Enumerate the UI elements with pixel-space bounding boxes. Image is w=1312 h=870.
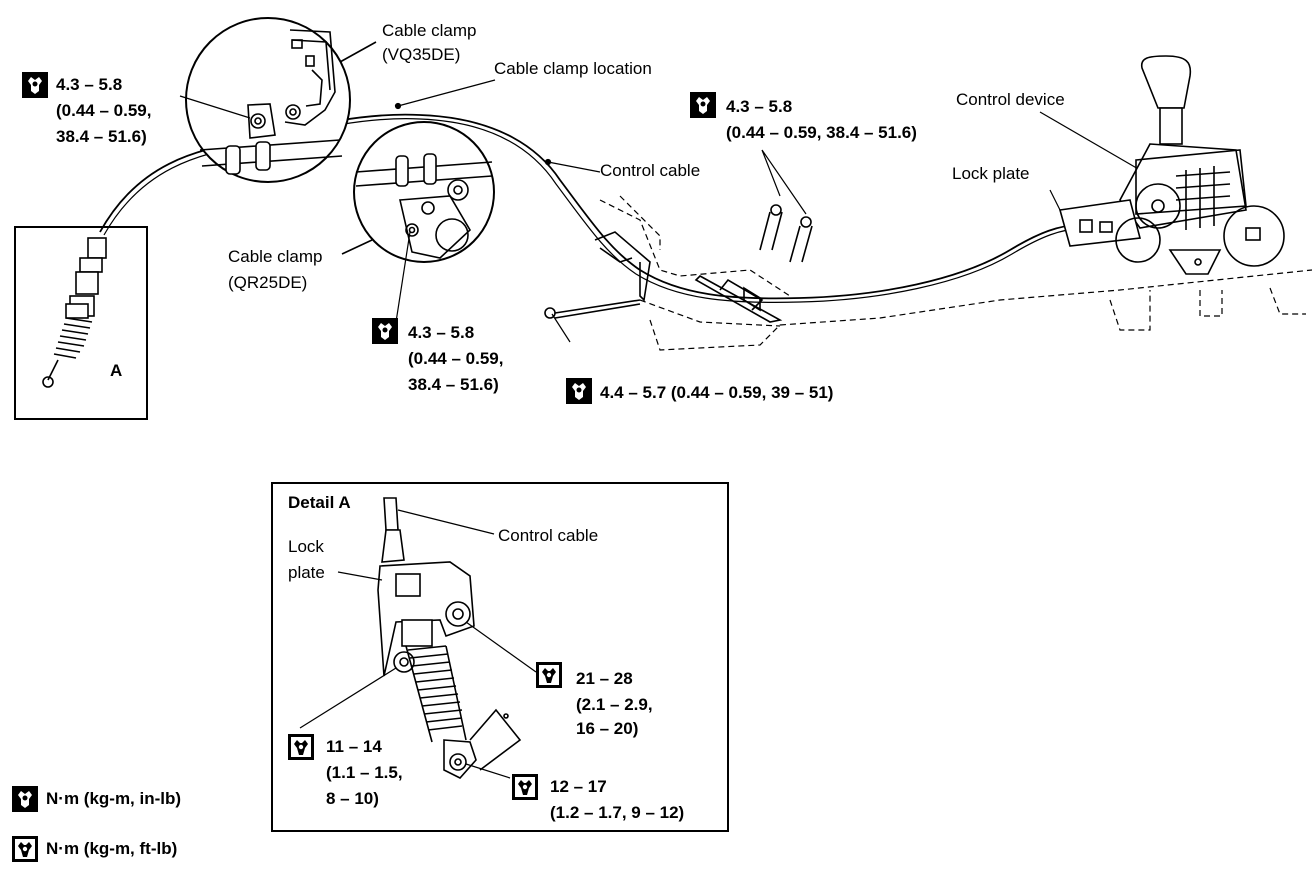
legend-filled-units: N·m (kg-m, in-lb) (46, 789, 182, 808)
torque-value-d1-line3: 16 – 20) (576, 719, 639, 738)
torque-value-d2-line1: 11 – 14 (326, 737, 382, 756)
torque-wrench-filled-icon (566, 378, 592, 404)
torque-wrench-filled-icon (372, 318, 398, 344)
label-cable-clamp-location: Cable clamp location (494, 59, 652, 78)
detail-a-leaders (299, 509, 537, 779)
detail-label-plate: plate (288, 563, 325, 582)
torque-value-d2-line3: 8 – 10) (326, 789, 379, 808)
detail-label-lock: Lock (288, 537, 324, 556)
torque-value-d1-line2: (2.1 – 2.9, (576, 695, 653, 714)
torque-value-t1-line2: (0.44 – 0.59, (56, 101, 152, 120)
detail-a-drawing (377, 497, 522, 779)
legend-wrench-outline-icon (12, 836, 38, 862)
torque-value-t1-line3: 38.4 – 51.6) (56, 127, 147, 146)
torque-value-d1-line1: 21 – 28 (576, 669, 633, 688)
torque-value-t3-line3: 38.4 – 51.6) (408, 375, 499, 394)
legend-wrench-filled-icon (12, 786, 38, 812)
cable-clamp-vq35de-detail (185, 17, 377, 183)
torque-wrench-filled-icon (690, 92, 716, 118)
label-qr25de: (QR25DE) (228, 273, 308, 292)
torque-wrench-filled-icon (22, 72, 48, 98)
detail-label-control-cable: Control cable (498, 526, 599, 545)
torque-value-d3-line2: (1.2 – 1.7, 9 – 12) (550, 803, 685, 822)
torque-value-t2-line1: 4.3 – 5.8 (726, 97, 793, 116)
torque-wrench-outline-icon (536, 662, 562, 688)
torque-value-d2-line2: (1.1 – 1.5, (326, 763, 403, 782)
torque-wrench-outline-icon (512, 774, 538, 800)
label-cable-clamp-qr25de: Cable clamp (228, 247, 323, 266)
cable-end-box-a (14, 226, 148, 420)
cable-clamp-qr25de-detail (341, 121, 495, 263)
detail-a-box (271, 482, 729, 832)
legend-outline-units: N·m (kg-m, ft-lb) (46, 839, 178, 858)
leader-lines (179, 79, 1141, 343)
control-device-shifter (1058, 55, 1285, 275)
torque-value-t4: 4.4 – 5.7 (0.44 – 0.59, 39 – 51) (600, 383, 834, 402)
label-control-cable: Control cable (600, 161, 701, 180)
torque-value-t3-line2: (0.44 – 0.59, (408, 349, 504, 368)
torque-value-d3-line1: 12 – 17 (550, 777, 607, 796)
torque-wrench-outline-icon (288, 734, 314, 760)
label-vq35de: (VQ35DE) (382, 45, 461, 64)
label-lock-plate: Lock plate (952, 164, 1030, 183)
torque-value-t3-line1: 4.3 – 5.8 (408, 323, 475, 342)
detail-a-title: Detail A (288, 493, 351, 512)
cable-bracket (544, 204, 813, 323)
floor-outline-dashed (599, 195, 1312, 351)
label-cable-clamp-vq35de: Cable clamp (382, 21, 477, 40)
torque-value-t2-line2: (0.44 – 0.59, 38.4 – 51.6) (726, 123, 917, 142)
torque-value-t1-line1: 4.3 – 5.8 (56, 75, 123, 94)
label-control-device: Control device (956, 90, 1065, 109)
box-a-label: A (110, 361, 123, 380)
cable-end-assembly (42, 237, 107, 388)
